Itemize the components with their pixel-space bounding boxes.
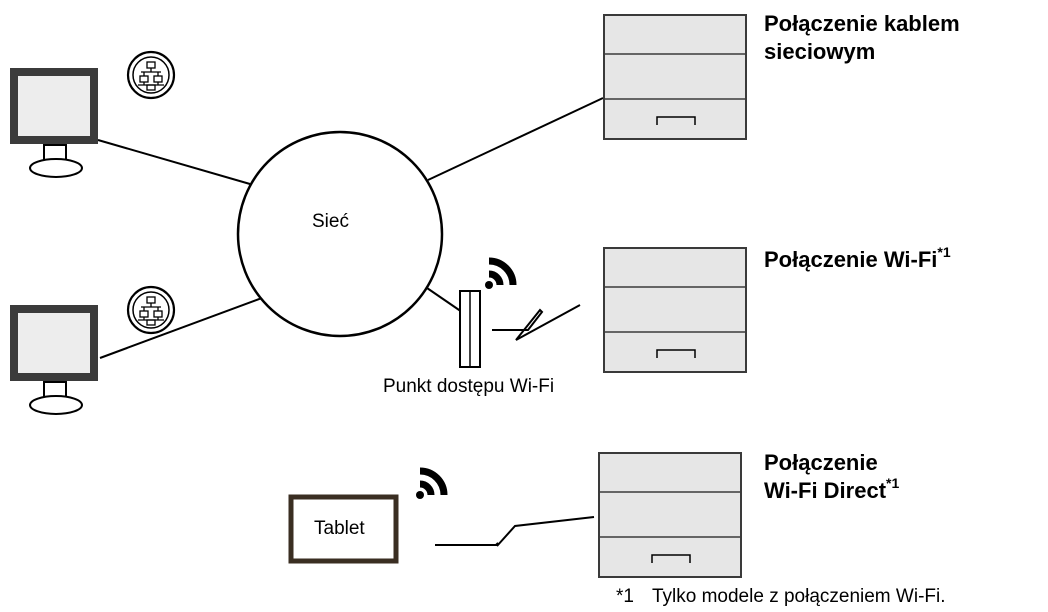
wifi-direct-line1: Połączenie — [764, 450, 878, 475]
network-icon — [126, 285, 176, 335]
tablet-box — [288, 494, 399, 564]
wifi-connection-text: Połączenie Wi-Fi — [764, 247, 938, 272]
wifi-connection-label: Połączenie Wi-Fi*1 — [764, 243, 951, 274]
network-icon — [126, 50, 176, 100]
computer-monitor-icon — [9, 67, 99, 178]
footnote-marker: *1 — [886, 474, 900, 491]
wifi-direct-connection-label: Połączenie Wi-Fi Direct*1 — [764, 449, 899, 505]
cable-line-access-point — [426, 287, 463, 313]
wired-connection-line1: Połączenie kablem — [764, 11, 960, 36]
network-circle — [236, 130, 444, 338]
network-label: Sieć — [312, 211, 349, 232]
footnote-marker: *1 — [937, 243, 951, 260]
wireless-link-wifi-direct — [435, 516, 595, 547]
printer-icon — [603, 247, 747, 373]
printer-icon — [598, 452, 742, 578]
cable-line-wired-printer — [427, 97, 604, 181]
wifi-signal-icon — [485, 261, 513, 289]
wireless-link-wifi — [492, 304, 581, 341]
wifi-direct-line2: Wi-Fi Direct — [764, 478, 887, 503]
access-point-label: Punkt dostępu Wi-Fi — [383, 376, 555, 397]
footnote: *1 Tylko modele z połączeniem Wi-Fi. — [616, 586, 946, 608]
wired-connection-label: Połączenie kablem sieciowym — [764, 10, 960, 66]
printer-icon — [603, 14, 747, 140]
cable-line-bottom-computer — [99, 294, 271, 359]
wifi-signal-icon — [416, 471, 444, 499]
cable-line-top-computer — [97, 139, 251, 185]
footnote-marker-text: *1 — [616, 586, 634, 607]
footnote-text: Tylko modele z połączeniem Wi-Fi. — [651, 586, 946, 607]
wired-connection-line2: sieciowym — [764, 39, 876, 64]
computer-monitor-icon — [9, 304, 99, 415]
tablet-label: Tablet — [314, 518, 365, 539]
